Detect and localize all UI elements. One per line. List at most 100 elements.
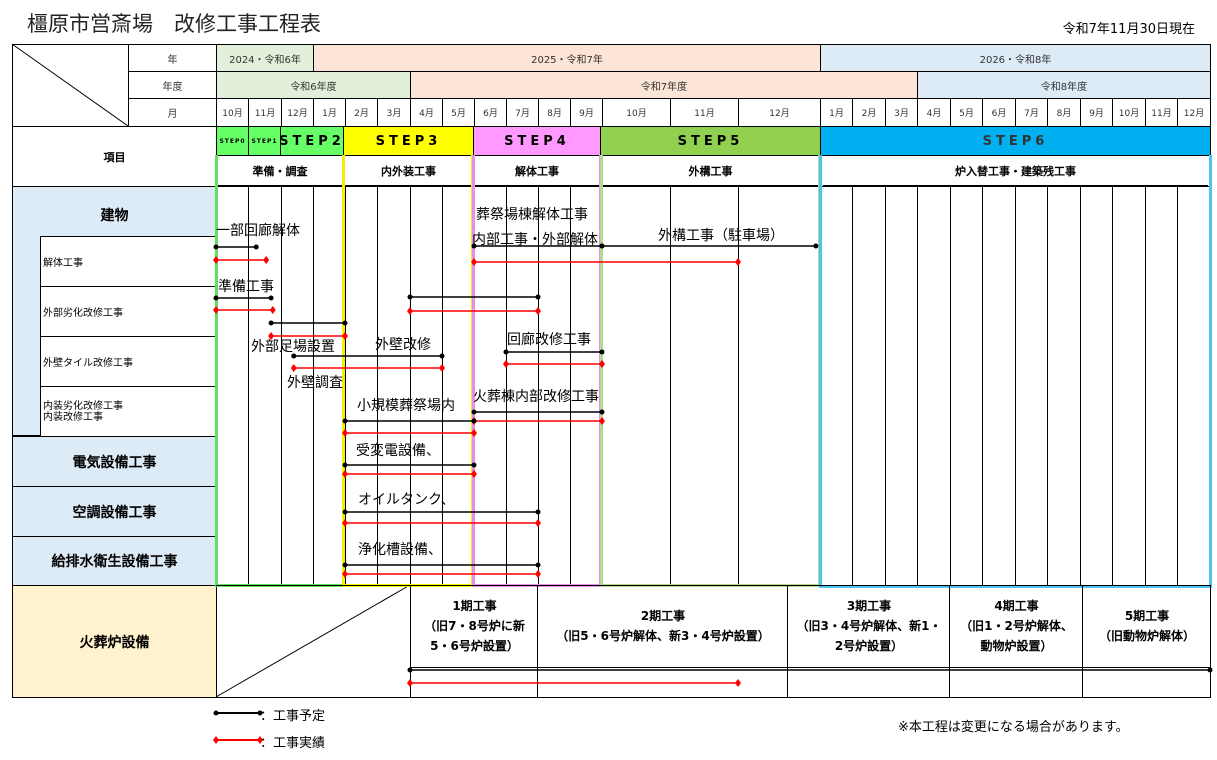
- legend-plan-marker: [213, 710, 263, 716]
- month-gridline: [738, 186, 739, 586]
- furnace-phase: 4期工事 （旧1・2号炉解体、 動物炉設置）: [949, 585, 1083, 698]
- month-gridline: [1112, 186, 1113, 586]
- step2: STEP2: [279, 126, 344, 156]
- month-gridline: [1080, 186, 1081, 586]
- month-cell: 5月: [442, 98, 475, 127]
- month-cell: 10月: [216, 98, 249, 127]
- month-cell: 5月: [950, 98, 983, 127]
- step4-desc: 解体工事: [475, 156, 599, 186]
- month-gridline: [506, 186, 507, 586]
- month-cell: 12月: [738, 98, 821, 127]
- phase-desc: （旧1・2号炉解体、 動物炉設置）: [960, 619, 1073, 653]
- step2-desc: 準備・調査: [218, 156, 342, 186]
- month-cell: 8月: [1047, 98, 1081, 127]
- month-gridline: [410, 186, 411, 586]
- furnace-divider: [410, 667, 1211, 668]
- month-cell: 10月: [1112, 98, 1146, 127]
- task-label: 外構工事（駐車場）: [658, 228, 784, 244]
- page-title: 橿原市営斎場 改修工事工程表: [27, 12, 321, 36]
- phase-title: 2期工事: [640, 609, 686, 623]
- month-cell: 4月: [917, 98, 951, 127]
- phase-title: 5期工事: [1124, 609, 1170, 623]
- step3-frame: [342, 155, 474, 587]
- phase-title: 3期工事: [846, 599, 892, 613]
- month-gridline: [670, 186, 671, 586]
- month-cell: 2月: [852, 98, 886, 127]
- legend-actual: ：工事実績: [260, 736, 326, 751]
- task-label: 小規模葬祭場内: [357, 398, 455, 414]
- month-gridline: [1177, 186, 1178, 586]
- month-gridline: [281, 186, 282, 586]
- month-cell: 7月: [1015, 98, 1048, 127]
- month-cell: 4月: [410, 98, 443, 127]
- phase-title: 4期工事: [994, 599, 1039, 613]
- month-gridline: [1047, 186, 1048, 586]
- step3-desc: 内外装工事: [345, 156, 472, 186]
- phase-desc: （旧3・4号炉解体、新1・ 2号炉設置）: [796, 619, 942, 653]
- task-label: 回廊改修工事: [507, 332, 591, 348]
- fy-r7: 令和7年度: [410, 71, 918, 99]
- legend-plan: ：工事予定: [260, 709, 326, 724]
- step6: STEP6: [820, 126, 1211, 156]
- month-cell: 9月: [570, 98, 603, 127]
- month-gridline: [442, 186, 443, 586]
- step6-frame: [819, 155, 1212, 588]
- month-cell: 11月: [1145, 98, 1178, 127]
- legend-actual-marker: [213, 736, 263, 744]
- month-gridline: [950, 186, 951, 586]
- furnace-phase: 5期工事（旧動物炉解体）: [1082, 585, 1211, 698]
- month-label: 月: [128, 98, 217, 127]
- month-cell: 11月: [248, 98, 282, 127]
- task-label: オイルタンク、: [358, 492, 455, 508]
- month-cell: 9月: [1080, 98, 1113, 127]
- month-gridline: [1015, 186, 1016, 586]
- step4: STEP4: [473, 126, 601, 156]
- month-gridline: [345, 186, 346, 586]
- furnace-phase: 3期工事 （旧3・4号炉解体、新1・ 2号炉設置）: [787, 585, 950, 698]
- furnace-area: [216, 585, 1211, 698]
- note: ※本工程は変更になる場合があります。: [898, 720, 1129, 735]
- corner-cell: [12, 44, 129, 127]
- month-cell: 12月: [281, 98, 314, 127]
- month-gridline: [538, 186, 539, 586]
- year-2025: 2025・令和7年: [313, 44, 821, 72]
- month-cell: 10月: [602, 98, 671, 127]
- step5-frame: [600, 155, 821, 587]
- month-cell: 8月: [538, 98, 571, 127]
- step5: STEP5: [600, 126, 821, 156]
- month-gridline: [377, 186, 378, 586]
- month-gridline: [248, 186, 249, 586]
- fy-label: 年度: [128, 71, 217, 99]
- row-interior: 内装劣化改修工事 内装改修工事: [40, 386, 217, 437]
- month-cell: 12月: [1177, 98, 1211, 127]
- month-gridline: [982, 186, 983, 586]
- row-demolition: 解体工事: [40, 236, 217, 287]
- month-cell: 2月: [345, 98, 378, 127]
- row-electric: 電気設備工事: [12, 436, 217, 487]
- furnace-phase: 1期工事（旧7・8号炉に新 5・6号炉設置）: [410, 585, 538, 698]
- year-2026: 2026・令和8年: [820, 44, 1211, 72]
- month-cell: 1月: [313, 98, 346, 127]
- month-cell: 3月: [377, 98, 411, 127]
- row-exterior: 外部劣化改修工事: [40, 286, 217, 337]
- task-label: 外部足場設置: [251, 339, 335, 355]
- row-tile: 外壁タイル改修工事: [40, 336, 217, 387]
- task-label: 一部回廊解体: [216, 223, 300, 239]
- fy-r6: 令和6年度: [216, 71, 411, 99]
- month-gridline: [313, 186, 314, 586]
- furnace-phase: 2期工事（旧5・6号炉解体、新3・4号炉設置）: [537, 585, 788, 698]
- step6-desc: 炉入替工事・建築残工事: [823, 156, 1208, 186]
- task-label: 火葬棟内部改修工事: [473, 389, 599, 405]
- task-label: 外壁改修: [375, 337, 431, 353]
- step0: STEP0: [216, 126, 249, 156]
- row-furnace: 火葬炉設備: [12, 585, 217, 698]
- item-header: 項目: [12, 126, 217, 187]
- month-cell: 7月: [506, 98, 539, 127]
- phase-desc: （旧7・8号炉に新 5・6号炉設置）: [424, 619, 525, 653]
- month-cell: 6月: [474, 98, 507, 127]
- row-hvac: 空調設備工事: [12, 486, 217, 537]
- month-cell: 11月: [670, 98, 739, 127]
- month-gridline: [885, 186, 886, 586]
- task-label: 準備工事: [218, 279, 274, 295]
- task-label: 受変電設備、: [356, 443, 440, 459]
